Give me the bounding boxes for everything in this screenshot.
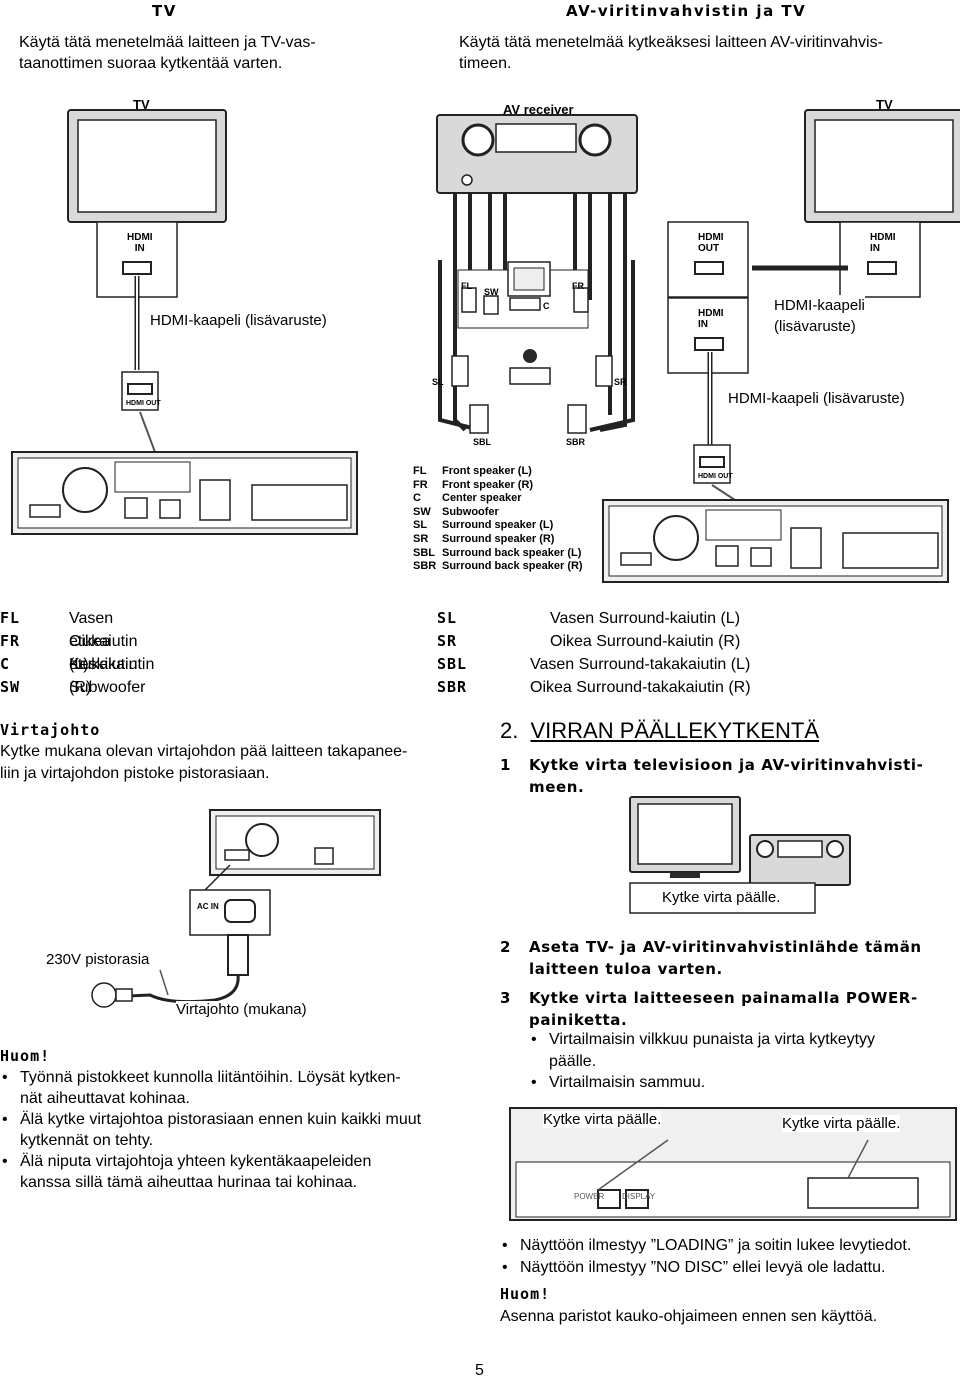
tv-right-illustration — [804, 109, 960, 230]
tv-intro-line1: Käytä tätä menetelmää laitteen ja TV-vas… — [19, 34, 316, 51]
caption-right: Kytke virta päälle. — [782, 1115, 901, 1132]
after-bullet: Näyttöön ilmestyy ”NO DISC” ellei levyä … — [500, 1257, 960, 1279]
tv-right-label: TV — [876, 97, 893, 112]
note1-item: Älä niputa virtajohtoja yhteen kykentäka… — [0, 1151, 460, 1193]
outlet-caption: 230V pistorasia — [46, 951, 150, 968]
power-cord-diagram — [91, 809, 381, 1008]
tv-heading: TV — [152, 2, 177, 20]
power-button-label: POWER — [574, 1192, 605, 1201]
tv-left-label: TV — [133, 97, 150, 112]
connection-diagram — [11, 109, 960, 583]
player-rear-panel-left — [11, 451, 358, 535]
power-cord-text-1: Kytke mukana olevan virtajohdon pää lait… — [0, 743, 408, 760]
spk-sbl: SBL — [473, 437, 491, 447]
note1-item: Työnnä pistokkeet kunnolla liitäntöihin.… — [0, 1067, 460, 1109]
step3-bullet: Virtailmaisin sammuu. — [529, 1072, 949, 1094]
cord-caption: Virtajohto (mukana) — [176, 1001, 307, 1018]
step3-bullet: Virtailmaisin vilkkuu punaista ja virta … — [529, 1029, 949, 1072]
after-bullets: Näyttöön ilmestyy ”LOADING” ja soitin lu… — [500, 1235, 960, 1278]
spk-c: C — [543, 301, 550, 311]
note2-text: Asenna paristot kauko-ohjaimeen ennen se… — [500, 1308, 878, 1325]
page-number: 5 — [475, 1362, 484, 1379]
power-cord-text-2: liin ja virtajohdon pistoke pistorasiaan… — [0, 765, 270, 782]
hdmi-out-plug-label-right: HDMI OUT — [698, 473, 733, 480]
step-1: 1 Kytke virta televisioon ja AV-viritinv… — [500, 756, 924, 796]
power-cord-heading: Virtajohto — [0, 721, 101, 739]
av-receiver-illustration — [436, 114, 638, 194]
after-bullet: Näyttöön ilmestyy ”LOADING” ja soitin lu… — [500, 1235, 960, 1257]
step3-bullets: Virtailmaisin vilkkuu punaista ja virta … — [529, 1029, 949, 1094]
tv-left-illustration — [67, 109, 227, 230]
step1-illustration — [629, 796, 851, 914]
ac-in-label: AC IN — [197, 902, 219, 911]
tv-intro-line2: taanottimen suoraa kytkentää varten. — [19, 55, 283, 72]
step1-caption: Kytke virta päälle. — [662, 889, 781, 906]
step-3: 3 Kytke virta laitteeseen painamalla POW… — [500, 989, 918, 1029]
note2-heading: Huom! — [500, 1285, 551, 1303]
spk-sl: SL — [432, 377, 444, 387]
av-intro-line1: Käytä tätä menetelmää kytkeäksesi laitte… — [459, 34, 883, 51]
note1-heading: Huom! — [0, 1047, 51, 1065]
section2-heading: 2. VIRRAN PÄÄLLEKYTKENTÄ — [500, 718, 820, 743]
spk-sbr: SBR — [566, 437, 586, 447]
av-intro-line2: timeen. — [459, 55, 512, 72]
spk-sr: SR — [614, 377, 627, 387]
hdmi-cable-caption-right: HDMI-kaapeli (lisävaruste) — [728, 390, 905, 407]
hdmi-out-plug-label-left: HDMI OUT — [126, 400, 161, 407]
caption-left: Kytke virta päälle. — [543, 1111, 662, 1128]
spk-sw: SW — [484, 287, 499, 297]
hdmi-cable-caption-mid: HDMI-kaapeli(lisävaruste) — [774, 295, 865, 337]
hdmi-out-panel-receiver — [667, 221, 749, 298]
note1-list: Työnnä pistokkeet kunnolla liitäntöihin.… — [0, 1067, 460, 1193]
display-button-label: DISPLAY — [622, 1192, 656, 1201]
hdmi-cable-caption-left: HDMI-kaapeli (lisävaruste) — [150, 312, 327, 329]
hdmi-out-plug-right — [693, 444, 731, 484]
player-rear-panel-right — [602, 499, 949, 583]
spk-fl: FL — [461, 281, 472, 291]
speaker-layout-illustration — [451, 261, 613, 434]
note1-item: Älä kytke virtajohtoa pistorasiaan ennen… — [0, 1109, 460, 1151]
av-heading: AV-viritinvahvistin ja TV — [566, 2, 807, 20]
hdmi-in-panel-right-tv — [839, 221, 921, 298]
spk-fr: FR — [572, 281, 584, 291]
av-receiver-label: AV receiver — [503, 102, 574, 117]
step-2: 2 Aseta TV- ja AV-viritinvahvistinlähde … — [500, 938, 922, 978]
hdmi-out-plug-left — [121, 371, 159, 411]
